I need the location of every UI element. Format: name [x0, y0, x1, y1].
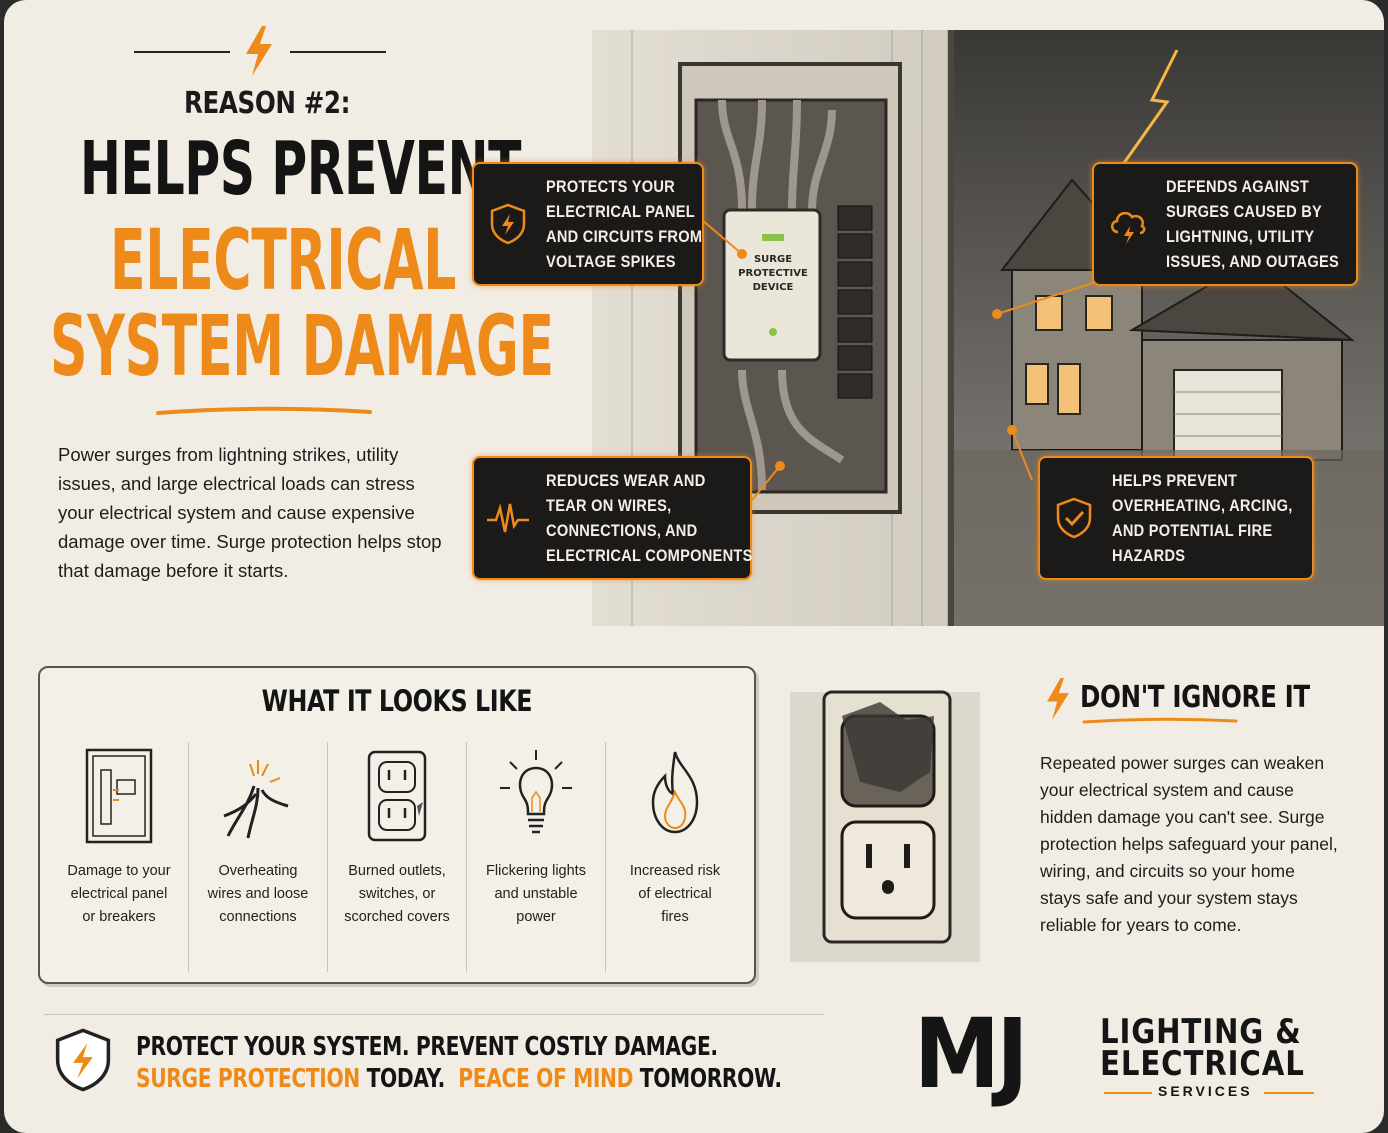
spd-label-2: PROTECTIVE: [738, 268, 808, 279]
footer-text: TODAY.: [359, 1064, 459, 1094]
callout-line: PROTECTS YOUR: [546, 177, 675, 196]
top-rule-right: [290, 51, 386, 53]
callout-line: VOLTAGE SPIKES: [546, 252, 676, 271]
shield-check-icon: [1056, 497, 1092, 539]
callout-panel-protection: PROTECTS YOUR ELECTRICAL PANEL AND CIRCU…: [472, 162, 704, 286]
bolt-icon: [246, 26, 272, 76]
callout-line: CONNECTIONS, AND: [546, 521, 698, 540]
title-line-1: HELPS PREVENT: [80, 126, 522, 212]
footer-line-2: SURGE PROTECTION TODAY. PEACE OF MIND TO…: [136, 1064, 782, 1094]
footer-divider: [44, 1014, 824, 1015]
callout-line: SURGES CAUSED BY: [1166, 202, 1323, 221]
callout-line: OVERHEATING, ARCING,: [1112, 496, 1293, 515]
what-it-looks-like-title: WHAT IT LOOKS LIKE: [261, 684, 533, 718]
callout-line: ELECTRICAL PANEL: [546, 202, 695, 221]
callout-line: AND CIRCUITS FROM: [546, 227, 703, 246]
footer-highlight: SURGE PROTECTION: [136, 1064, 360, 1094]
pulse-icon: [487, 503, 529, 533]
callout-line: AND POTENTIAL FIRE: [1112, 521, 1273, 540]
footer-line-1: PROTECT YOUR SYSTEM. PREVENT COSTLY DAMA…: [136, 1032, 718, 1062]
dont-ignore-underline: [1082, 717, 1238, 724]
dont-ignore-title: DON'T IGNORE IT: [1080, 680, 1310, 715]
bolt-icon: [1047, 677, 1069, 721]
reason-label: REASON #2:: [184, 86, 351, 121]
brand-rule-left: [1104, 1092, 1152, 1094]
callout-line: LIGHTNING, UTILITY: [1166, 227, 1315, 246]
brand-line-2: ELECTRICAL: [1100, 1044, 1305, 1084]
burned-outlet-illustration: [790, 690, 980, 962]
fire-icon: [651, 751, 699, 834]
brand-line-1: LIGHTING &: [1100, 1012, 1302, 1052]
callout-lightning-defense: DEFENDS AGAINST SURGES CAUSED BY LIGHTNI…: [1092, 162, 1358, 286]
outlet-icon: [367, 750, 427, 842]
shield-bolt-icon: [490, 203, 526, 245]
top-rule-left: [134, 51, 230, 53]
callout-line: ELECTRICAL COMPONENTS: [546, 546, 753, 565]
title-underline: [156, 406, 372, 415]
callout-line: HAZARDS: [1112, 546, 1186, 565]
storm-cloud-icon: [1111, 211, 1146, 244]
dont-ignore-body: Repeated power surges can weaken your el…: [1040, 753, 1338, 935]
callout-line: DEFENDS AGAINST: [1166, 177, 1310, 196]
callout-line: HELPS PREVENT: [1112, 471, 1238, 490]
callout-line: ISSUES, AND OUTAGES: [1166, 252, 1340, 271]
breaker-panel-icon: [85, 748, 153, 844]
callout-line: REDUCES WEAR AND: [546, 471, 706, 490]
brand-mark: MJ: [914, 998, 1029, 1110]
footer-text: TOMORROW.: [633, 1064, 782, 1094]
title-line-2: ELECTRICAL: [110, 211, 457, 309]
callout-wear-reduction: REDUCES WEAR AND TEAR ON WIRES, CONNECTI…: [472, 456, 752, 580]
intro-paragraph: Power surges from lightning strikes, uti…: [58, 444, 442, 581]
spd-label-1: SURGE: [754, 254, 792, 265]
callout-line: TEAR ON WIRES,: [546, 496, 672, 515]
footer-shield-icon: [55, 1028, 111, 1092]
footer-highlight: PEACE OF MIND: [458, 1064, 634, 1094]
lightbulb-icon: [500, 750, 572, 834]
brand-line-3: SERVICES: [1158, 1083, 1253, 1099]
infographic-card: REASON #2: HELPS PREVENT ELECTRICAL SYST…: [4, 0, 1384, 1133]
callout-fire-prevention: HELPS PREVENT OVERHEATING, ARCING, AND P…: [1038, 456, 1314, 580]
brand-rule-right: [1264, 1092, 1314, 1094]
frayed-wires-icon: [223, 760, 289, 839]
title-line-3: SYSTEM DAMAGE: [50, 297, 554, 395]
spd-label-3: DEVICE: [753, 282, 794, 293]
